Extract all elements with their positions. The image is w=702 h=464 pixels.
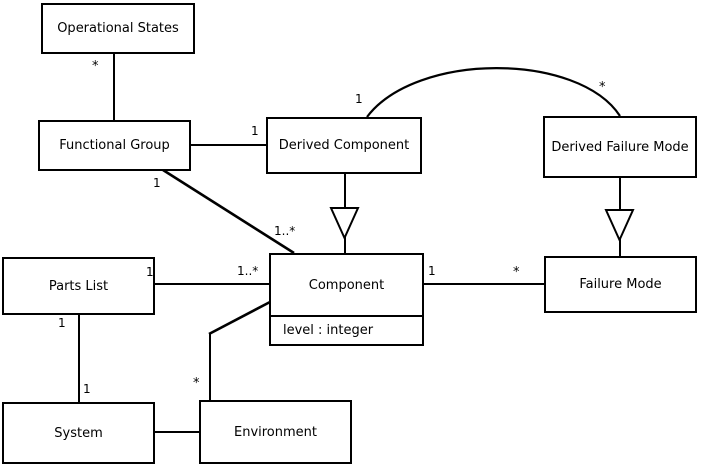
multiplicity-operational-states-star: * [92, 59, 99, 74]
generalization-arrowhead-component [329, 207, 360, 241]
edge-component-failure-mode [422, 283, 544, 285]
class-name-derived-component: Derived Component [278, 138, 410, 153]
class-box-failure-mode[interactable]: Failure Mode [544, 256, 697, 313]
class-box-environment[interactable]: Environment [199, 400, 352, 464]
class-box-derived-component[interactable]: Derived Component [266, 117, 422, 174]
edge-parts-list-component [154, 283, 270, 285]
multiplicity-parts-list-one: 1 [146, 265, 154, 279]
edge-system-environment [154, 431, 200, 433]
multiplicity-parts-list-system-top: 1 [58, 316, 66, 330]
edge-functional-group-derived-component [190, 144, 267, 146]
multiplicity-derived-component-one: 1 [251, 124, 259, 138]
multiplicity-parts-list-component-many: 1..* [237, 264, 259, 278]
multiplicity-component-one: 1 [428, 264, 436, 278]
class-name-derived-failure-mode: Derived Failure Mode [551, 139, 689, 155]
edge-functional-group-component-diagonal [162, 168, 295, 255]
edge-derived-component-generalization-stem [344, 173, 346, 209]
edge-derived-failure-mode-generalization-stem [619, 177, 621, 211]
class-name-environment: Environment [233, 424, 317, 440]
generalization-arrowhead-failure-mode [604, 209, 635, 243]
edge-environment-component-diagonal [208, 300, 271, 336]
class-box-system[interactable]: System [2, 402, 155, 464]
class-name-component: Component [308, 277, 385, 293]
edge-generalization-to-component [344, 237, 346, 254]
edge-environment-riser [209, 333, 211, 401]
edge-parts-list-system [78, 314, 80, 403]
edge-derived-component-derived-failure-mode-arc [366, 67, 621, 118]
class-name-functional-group: Functional Group [59, 138, 170, 153]
multiplicity-failure-mode-star: * [513, 265, 520, 280]
class-box-operational-states[interactable]: Operational States [41, 3, 195, 54]
class-box-parts-list[interactable]: Parts List [2, 257, 155, 315]
multiplicity-functional-group-component-many: 1..* [274, 224, 296, 238]
class-box-derived-failure-mode[interactable]: Derived Failure Mode [543, 116, 697, 178]
class-name-failure-mode: Failure Mode [579, 277, 662, 292]
class-name-system: System [54, 425, 103, 441]
multiplicity-arc-derived-failure-mode-star: * [599, 80, 606, 95]
edge-operational-states-functional-group [113, 54, 115, 121]
class-name-operational-states: Operational States [57, 21, 179, 36]
edge-generalization-to-failure-mode [619, 239, 621, 257]
multiplicity-parts-list-system-bottom: 1 [83, 382, 91, 396]
multiplicity-functional-group-one: 1 [153, 176, 161, 190]
multiplicity-environment-star: * [193, 376, 200, 391]
class-attribute-compartment-component: level : integer [269, 315, 424, 346]
class-name-parts-list: Parts List [48, 278, 109, 294]
class-box-functional-group[interactable]: Functional Group [38, 120, 191, 171]
class-attribute-component-level: level : integer [283, 323, 374, 338]
class-name-compartment-component: Component [269, 253, 424, 317]
class-box-component[interactable]: Component level : integer [269, 253, 424, 346]
multiplicity-arc-derived-component-one: 1 [355, 92, 363, 106]
